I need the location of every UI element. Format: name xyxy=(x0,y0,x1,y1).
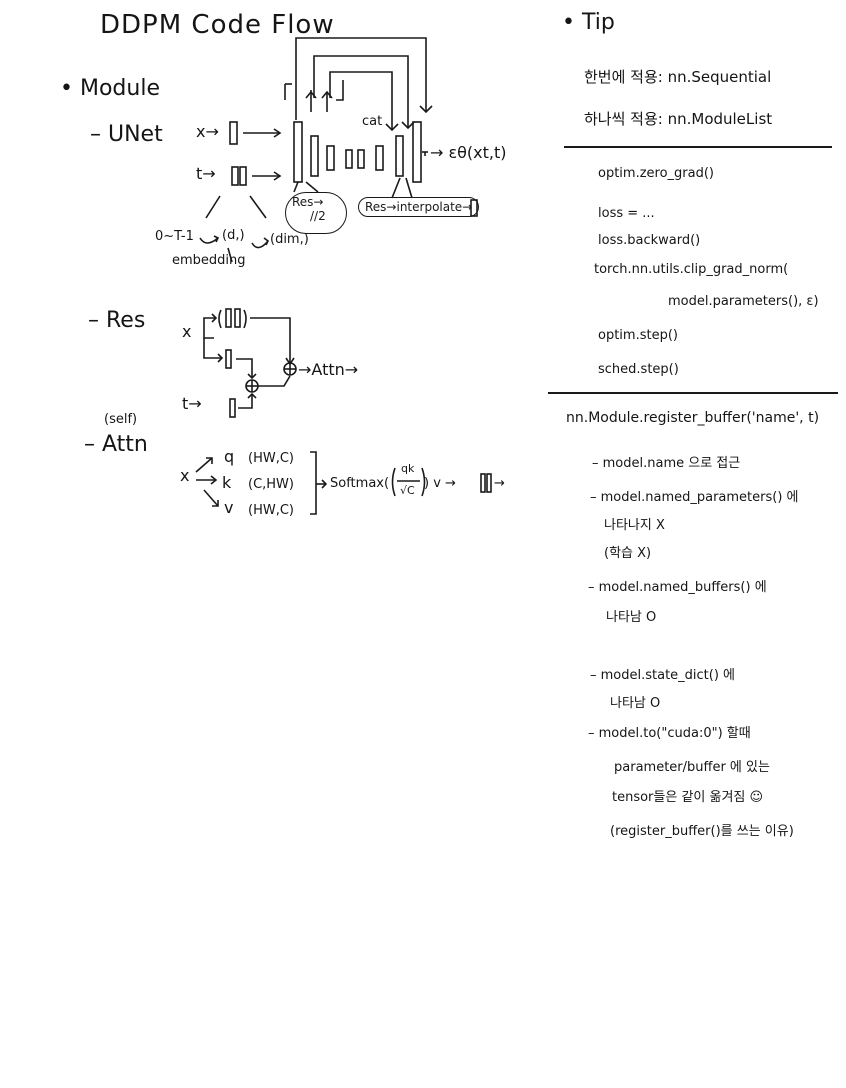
unet-x-input: x→ xyxy=(196,122,219,141)
note-line-11: tensor들은 같이 옮겨짐 ☺ xyxy=(612,790,764,805)
unet-label: – UNet xyxy=(90,122,163,147)
attn-frac-num: qk xyxy=(401,462,415,475)
attn-q: q xyxy=(224,447,235,466)
code-line-1: optim.zero_grad() xyxy=(598,166,715,181)
attn-end: → xyxy=(494,476,505,491)
unet-embedding: embedding xyxy=(172,253,246,268)
unet-d1: (d,) xyxy=(222,228,245,243)
unet-t-block-2 xyxy=(239,166,247,186)
note-line-9: – model.to("cuda:0") 할때 xyxy=(588,726,751,741)
res-block-2 xyxy=(234,308,241,328)
tip-heading: • Tip xyxy=(562,10,615,35)
res-x: x xyxy=(182,322,192,341)
unet-range: 0~T-1 xyxy=(155,229,194,244)
res-attn: →Attn→ xyxy=(298,360,359,379)
code-line-6: optim.step() xyxy=(598,328,678,343)
module-heading-text: Module xyxy=(79,76,160,101)
unet-dim: (dim,) xyxy=(270,232,309,247)
unet-x-block xyxy=(229,121,238,145)
unet-bar-6 xyxy=(375,145,384,171)
code-line-4: torch.nn.utils.clip_grad_norm( xyxy=(594,262,789,277)
res-block-3 xyxy=(225,349,232,369)
unet-res-block-label: Res→ xyxy=(292,195,324,209)
attn-self: (self) xyxy=(104,412,138,427)
attn-softmax: Softmax( xyxy=(330,476,390,491)
code-line-5: model.parameters(), ε) xyxy=(668,294,819,309)
attn-out-block-1 xyxy=(480,473,486,493)
divider-2 xyxy=(548,392,838,394)
code-line-2: loss = ... xyxy=(598,206,655,221)
attn-tail: ) v → xyxy=(424,476,456,491)
page-title: DDPM Code Flow xyxy=(100,10,335,40)
note-line-8: 나타남 O xyxy=(610,696,661,711)
tip-sequential: 한번에 적용: nn.Sequential xyxy=(584,68,772,86)
note-line-6: 나타남 O xyxy=(606,610,657,625)
note-line-1: – model.name 으로 접근 xyxy=(592,456,741,471)
unet-bar-5 xyxy=(357,149,365,169)
note-line-5: – model.named_buffers() 에 xyxy=(588,580,767,595)
note-line-3: 나타나지 X xyxy=(604,518,665,533)
code-line-3: loss.backward() xyxy=(598,233,701,248)
unet-bar-1 xyxy=(293,121,303,183)
unet-res-interpolate: Res→interpolate→ xyxy=(358,197,480,217)
attn-k-shape: (C,HW) xyxy=(248,477,294,492)
code-line-7: sched.step() xyxy=(598,362,679,377)
unet-res-block: Res→ //2 xyxy=(285,192,347,234)
note-line-2: – model.named_parameters() 에 xyxy=(590,490,799,505)
unet-res-half: //2 xyxy=(310,209,326,223)
unet-output: → εθ(xt,t) xyxy=(430,143,507,162)
attn-frac-den: √C xyxy=(400,484,415,497)
module-heading: • Module xyxy=(60,76,160,101)
res-t: t→ xyxy=(182,394,202,413)
attn-q-shape: (HW,C) xyxy=(248,451,294,466)
unet-bar-8 xyxy=(412,121,422,183)
note-line-10: parameter/buffer 에 있는 xyxy=(614,760,770,775)
buffer-title: nn.Module.register_buffer('name', t) xyxy=(566,410,820,426)
unet-bar-2 xyxy=(310,135,319,177)
divider-1 xyxy=(564,146,832,148)
attn-out-block-2 xyxy=(486,473,492,493)
attn-x: x xyxy=(180,466,190,485)
attn-v-shape: (HW,C) xyxy=(248,503,294,518)
unet-cat-label: cat xyxy=(362,114,383,129)
unet-bar-7 xyxy=(395,135,404,177)
attn-k: k xyxy=(222,473,232,492)
note-line-4: (학습 X) xyxy=(604,546,652,561)
tip-heading-text: Tip xyxy=(581,10,615,35)
note-line-12: (register_buffer()를 쓰는 이유) xyxy=(610,824,794,839)
res-block-1 xyxy=(225,308,232,328)
unet-t-block-1 xyxy=(231,166,239,186)
res-block-4 xyxy=(229,398,236,418)
unet-interp-out xyxy=(470,199,478,217)
attn-v: v xyxy=(224,498,234,517)
unet-bar-3 xyxy=(326,145,335,171)
unet-t-input: t→ xyxy=(196,164,216,183)
unet-bar-4 xyxy=(345,149,353,169)
tip-modulelist: 하나씩 적용: nn.ModuleList xyxy=(584,110,773,128)
attn-label: – Attn xyxy=(84,432,148,457)
note-line-7: – model.state_dict() 에 xyxy=(590,668,736,683)
res-label: – Res xyxy=(88,308,146,333)
